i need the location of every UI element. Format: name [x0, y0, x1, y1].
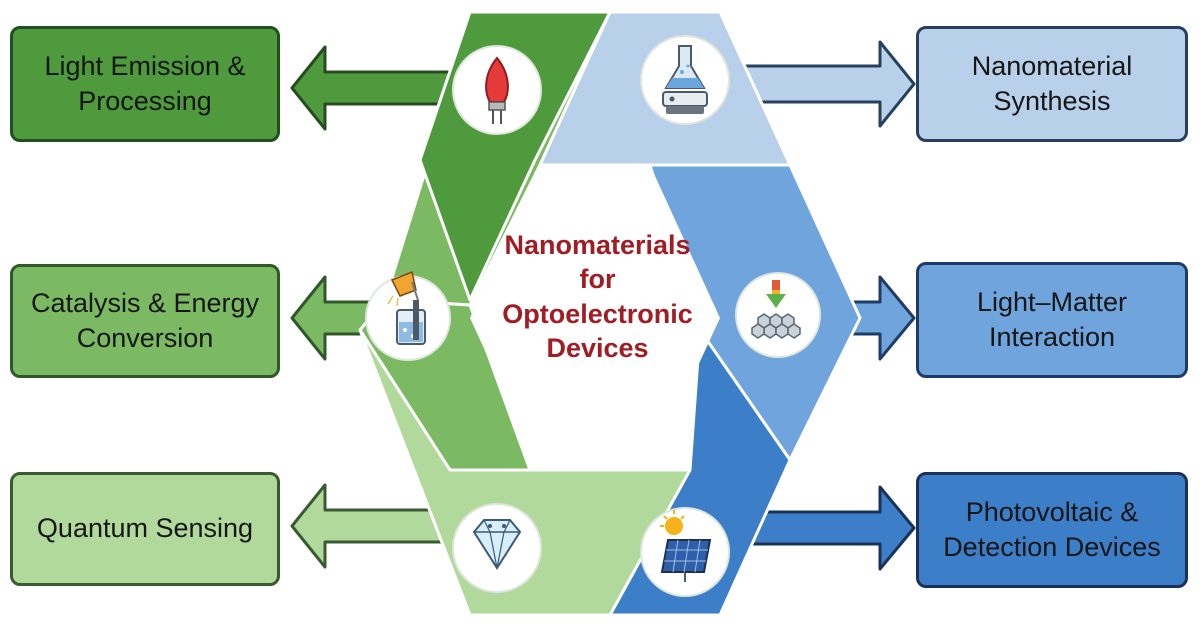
box-photovoltaic-line-2: Detection Devices — [943, 532, 1161, 562]
box-light-emission-line-1: Light Emission & — [44, 50, 246, 81]
beaker-catalysis-icon — [387, 270, 426, 345]
box-catalysis-line-1: Catalysis & Energy — [30, 287, 260, 318]
center-title-line-3: Optoelectronic — [502, 298, 693, 329]
flask-hotplate-icon — [662, 45, 708, 114]
box-photovoltaic-detection: Photovoltaic & Detection Devices — [916, 472, 1188, 588]
box-light-emission: Light Emission & Processing — [10, 26, 280, 142]
box-quantum-sensing-line-1: Quantum Sensing — [36, 513, 254, 544]
box-light-emission-line-2: Processing — [78, 86, 212, 116]
hexagon-ribbon — [358, 10, 862, 617]
box-light-matter-interaction: Light–Matter Interaction — [916, 262, 1188, 378]
box-nanomaterial-synthesis: Nanomaterial Synthesis — [916, 26, 1188, 142]
light-bulb-icon — [485, 56, 509, 124]
box-quantum-sensing: Quantum Sensing — [10, 472, 280, 586]
center-title-line-1: Nanomaterials — [504, 230, 691, 260]
center-title-line-4: Devices — [546, 332, 649, 363]
inner-hexagon — [470, 165, 720, 470]
diamond-icon — [472, 519, 522, 570]
arrows — [290, 40, 916, 571]
box-photovoltaic-line-1: Photovoltaic & — [965, 496, 1139, 527]
box-catalysis-line-2: Conversion — [76, 323, 214, 353]
box-synthesis-line-2: Synthesis — [993, 86, 1111, 116]
center-title: Nanomaterials for Optoelectronic Devices — [485, 228, 710, 365]
solar-panel-icon — [660, 510, 712, 582]
box-synthesis-line-1: Nanomaterial — [971, 50, 1133, 81]
box-catalysis: Catalysis & Energy Conversion — [10, 264, 280, 378]
center-title-line-2: for — [579, 264, 616, 295]
box-light-matter-line-2: Interaction — [988, 322, 1116, 352]
box-light-matter-line-1: Light–Matter — [976, 286, 1128, 317]
nanolattice-icon — [751, 280, 801, 339]
